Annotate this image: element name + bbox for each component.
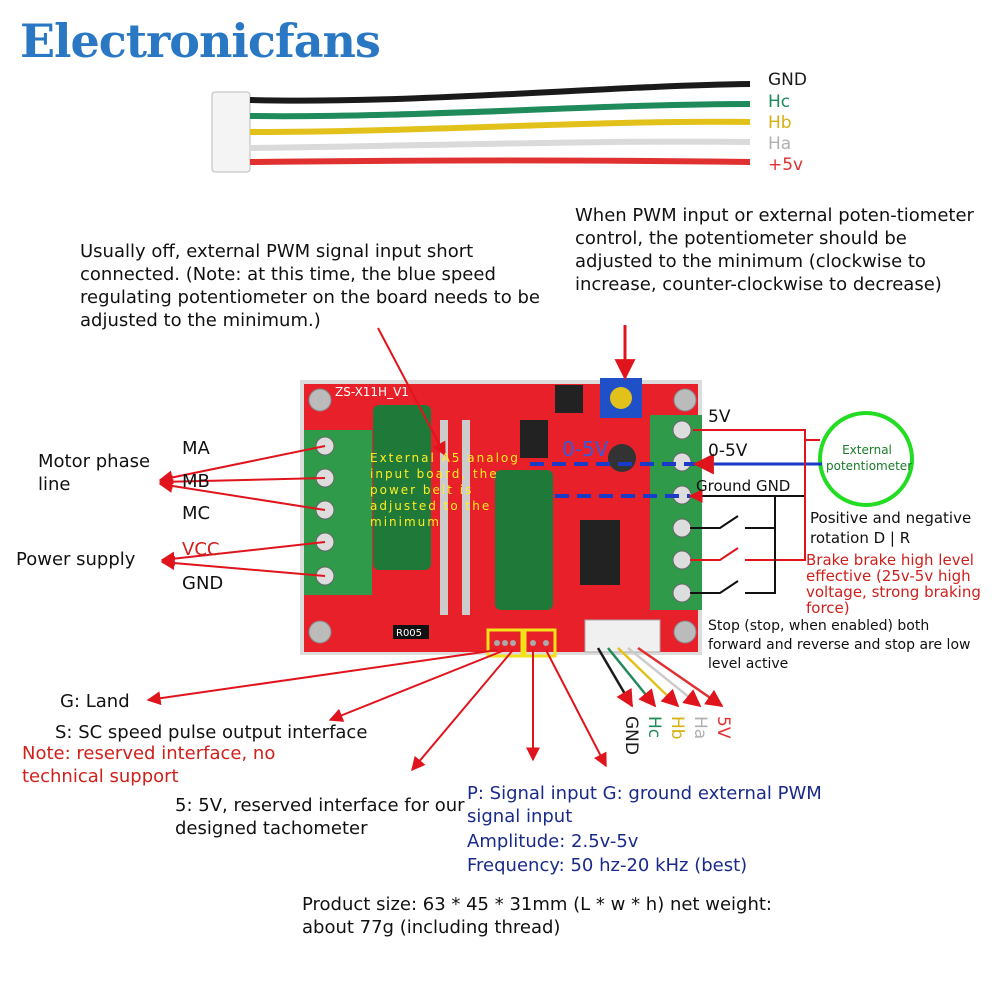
screw-hole	[308, 620, 332, 644]
board-range: 0-5V	[562, 437, 609, 461]
terminal-vcc: VCC	[182, 539, 220, 560]
heatsink	[462, 420, 470, 615]
external-potentiometer-label: External potentiometer	[826, 443, 913, 473]
terminal-0-5v: 0-5V	[708, 441, 748, 461]
arrow-gnd	[160, 556, 326, 577]
chip	[555, 385, 583, 413]
arrow-mc	[158, 479, 326, 511]
wire-label-hc: Hc	[768, 92, 791, 112]
brand-logo: Electronicfans	[20, 14, 381, 68]
pot-line-gnd	[688, 489, 806, 503]
arrow-s-speed	[328, 649, 506, 722]
wire-hb	[249, 118, 751, 135]
note-reserved: Note: reserved interface, no technical s…	[22, 743, 276, 787]
inductor	[520, 420, 548, 458]
arrow-ma	[158, 445, 326, 485]
hall-connector	[584, 619, 661, 653]
terminal-mc: MC	[182, 503, 211, 524]
small-capacitor	[608, 444, 636, 472]
note-brake: Brake brake high level effective (25v-5v…	[806, 551, 981, 617]
note-five-v: 5: 5V, reserved interface for our design…	[175, 795, 465, 839]
arrow-g-ground	[545, 649, 607, 768]
terminal-ma: MA	[182, 438, 210, 459]
top-cable	[211, 81, 751, 173]
note-pwm-pot: When PWM input or external poten-tiomete…	[575, 205, 974, 295]
bottom-label-ha: Ha	[690, 716, 710, 739]
terminal-ground: Ground GND	[696, 477, 791, 495]
pot-line-5v	[693, 429, 820, 441]
bottom-wire-gnd	[596, 647, 634, 708]
arrow-pwm-short	[377, 327, 446, 457]
note-s-speed: S: SC speed pulse output interface	[55, 722, 368, 743]
board-model: ZS-X11H_V1	[335, 385, 409, 399]
arrow-vcc	[160, 541, 326, 566]
bottom-wire-5v	[637, 646, 724, 708]
note-pwm-short: Usually off, external PWM signal input s…	[80, 241, 540, 331]
bottom-label-hc: Hc	[644, 716, 664, 738]
wire-5v	[249, 157, 751, 165]
arrow-g-land	[146, 649, 498, 706]
screw-hole	[308, 388, 332, 412]
note-product-size: Product size: 63 * 45 * 31mm (L * w * h)…	[302, 894, 772, 938]
screw-hole	[673, 388, 697, 412]
wire-gnd	[249, 81, 751, 104]
wire-label-hb: Hb	[768, 113, 792, 133]
label-motor-phase: Motor phase line	[38, 451, 151, 495]
screw-hole	[673, 620, 697, 644]
wire-hc	[249, 101, 751, 120]
bottom-wire-hb	[617, 647, 680, 708]
heatsink	[440, 420, 448, 615]
arrow-mb	[158, 474, 326, 489]
capacitor	[495, 470, 553, 610]
right-terminal-block	[650, 415, 702, 610]
arrow-five-v	[411, 649, 514, 772]
terminal-5v: 5V	[708, 407, 731, 427]
label-power-supply: Power supply	[16, 549, 136, 570]
note-frequency: Frequency: 50 hz-20 kHz (best)	[467, 855, 748, 876]
terminal-mb: MB	[182, 471, 210, 492]
external-potentiometer-ring	[818, 411, 914, 507]
note-analog-input: External A5 analog input board, the powe…	[370, 451, 520, 529]
bottom-wire-ha	[627, 647, 702, 708]
header-pg	[523, 628, 557, 658]
connector-plug	[211, 91, 251, 173]
wire-label-ha: Ha	[768, 134, 792, 154]
wire-label-5v: +5v	[768, 155, 804, 175]
wire-ha	[249, 138, 751, 151]
bottom-label-5v: 5V	[713, 716, 733, 739]
left-terminal-block	[304, 430, 372, 595]
capacitor	[373, 405, 431, 570]
bottom-label-gnd: GND	[621, 716, 641, 755]
chip	[580, 520, 620, 585]
note-amplitude: Amplitude: 2.5v-5v	[467, 831, 639, 852]
bottom-label-hb: Hb	[667, 716, 687, 740]
bottom-wire-hc	[607, 647, 657, 708]
resistor	[393, 625, 429, 639]
note-pwm-signal: P: Signal input G: ground external PWM s…	[467, 783, 822, 827]
note-direction: Positive and negative rotation D | R	[810, 509, 972, 547]
note-stop: Stop (stop, when enabled) both forward a…	[708, 618, 971, 672]
pcb-board	[300, 378, 702, 658]
resistor-label: R005	[396, 628, 422, 639]
wire-label-gnd: GND	[768, 70, 807, 90]
terminal-gnd: GND	[182, 573, 224, 594]
header-sgs	[486, 628, 524, 658]
switch-lines	[690, 430, 806, 594]
note-g-land: G: Land	[60, 691, 130, 712]
